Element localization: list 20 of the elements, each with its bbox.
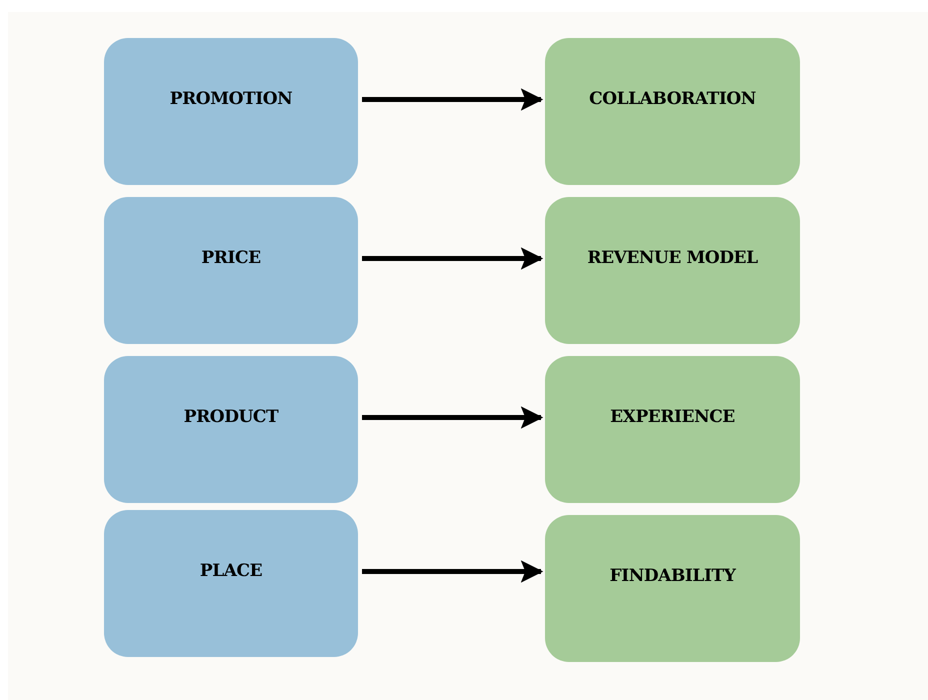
process-box	[545, 515, 800, 662]
process-box	[104, 197, 358, 344]
process-box	[104, 510, 358, 657]
box-label: PLACE	[200, 560, 262, 583]
arrow	[362, 560, 544, 583]
box-label: COLLABORATION	[589, 88, 756, 111]
box-label: FINDABILITY	[610, 564, 736, 588]
process-box	[545, 356, 800, 503]
box-label: PRICE	[201, 246, 261, 270]
arrow	[362, 247, 544, 270]
box-label: PRODUCT	[184, 406, 278, 429]
box-label: EXPERIENCE	[610, 406, 735, 429]
process-box	[545, 197, 800, 344]
arrow	[362, 88, 544, 111]
arrow	[362, 406, 544, 429]
process-box	[104, 356, 358, 503]
box-label: REVENUE MODEL	[587, 246, 758, 270]
process-box	[104, 38, 358, 185]
process-box	[545, 38, 800, 185]
box-label: PROMOTION	[170, 88, 292, 111]
